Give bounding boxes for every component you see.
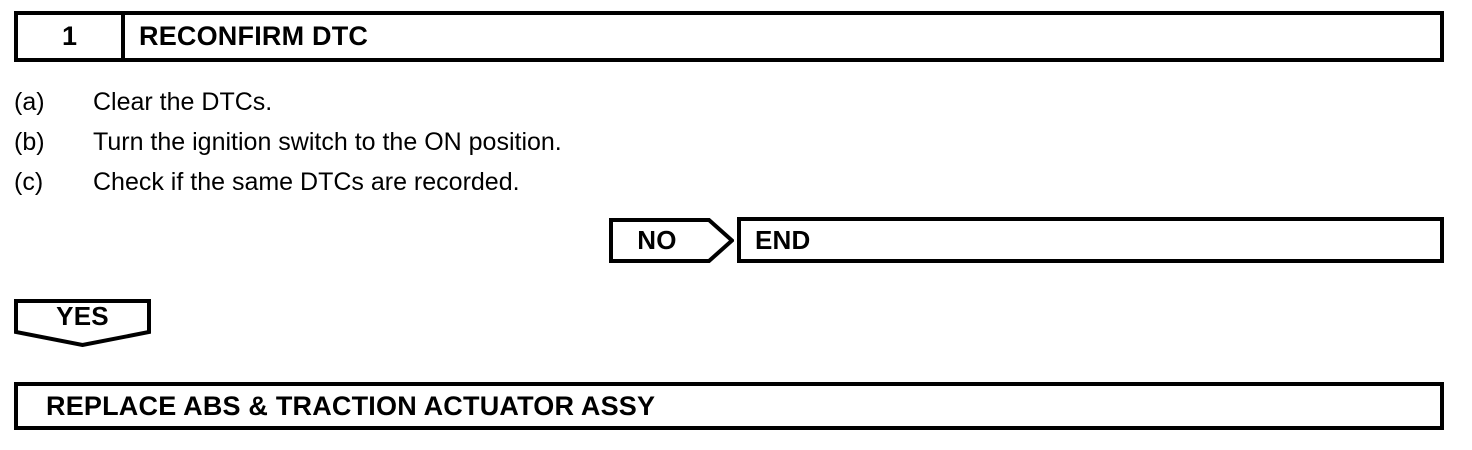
result-box: REPLACE ABS & TRACTION ACTUATOR ASSY	[14, 382, 1444, 430]
branch-yes-label: YES	[56, 301, 109, 331]
instruction-label: (c)	[14, 168, 44, 196]
instruction-label: (b)	[14, 128, 45, 156]
instruction-item: (a) Clear the DTCs.	[14, 88, 1014, 128]
step-header-box: 1 RECONFIRM DTC	[14, 11, 1444, 62]
instruction-label: (a)	[14, 88, 45, 116]
instruction-text: Clear the DTCs.	[93, 88, 273, 116]
instruction-item: (c) Check if the same DTCs are recorded.	[14, 168, 1014, 208]
branch-yes: YES	[14, 299, 151, 347]
instruction-text: Check if the same DTCs are recorded.	[93, 168, 520, 196]
step-title: RECONFIRM DTC	[139, 21, 369, 51]
arrow-right-pentagon-icon	[609, 218, 734, 263]
branch-no-label: NO	[637, 225, 677, 255]
arrow-down-pentagon-icon	[14, 299, 151, 347]
step-number: 1	[18, 15, 125, 58]
instruction-list: (a) Clear the DTCs. (b) Turn the ignitio…	[14, 88, 1014, 208]
end-box: END	[737, 217, 1444, 263]
instruction-item: (b) Turn the ignition switch to the ON p…	[14, 128, 1014, 168]
branch-no: NO	[609, 218, 734, 263]
instruction-text: Turn the ignition switch to the ON posit…	[93, 128, 562, 156]
